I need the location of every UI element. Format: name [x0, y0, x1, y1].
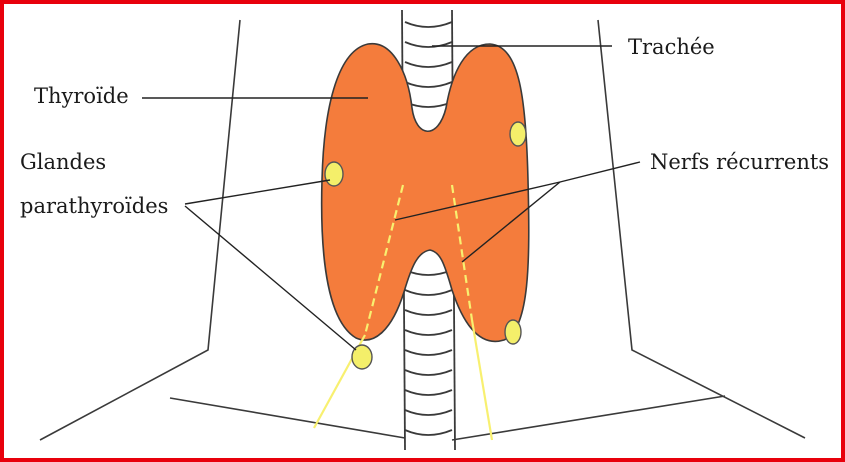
trachea-ring: [405, 350, 452, 355]
trachea-ring: [405, 430, 452, 435]
parathyroid-gland-upper-right: [510, 122, 526, 146]
anatomy-drawing: [4, 4, 841, 458]
parathyroid-gland-upper-left: [325, 162, 343, 186]
label-recurrent-nerves: Nerfs récurrents: [650, 150, 829, 174]
clavicle-right: [452, 396, 725, 440]
label-thyroid: Thyroïde: [34, 84, 129, 108]
clavicle-left: [170, 398, 405, 438]
trachea-ring: [405, 62, 452, 67]
neck-left-contour: [40, 20, 240, 440]
trachea-ring: [405, 410, 452, 415]
trachea-ring: [405, 370, 452, 375]
parathyroid-gland-lower-right: [505, 320, 521, 344]
parathyroid-leader-upper: [185, 180, 330, 204]
trachea-ring: [405, 330, 452, 335]
label-parathyroid-line2: parathyroïdes: [20, 194, 168, 218]
trachea-ring: [405, 22, 452, 27]
trachea-ring: [405, 390, 452, 395]
label-trachea: Trachée: [628, 35, 715, 59]
trachea-ring: [405, 310, 452, 315]
neck-right-contour: [598, 20, 805, 438]
trachea-ring: [405, 290, 452, 295]
thyroid-gland: [322, 44, 529, 342]
trachea-ring: [405, 82, 452, 87]
label-parathyroid-line1: Glandes: [20, 150, 106, 174]
